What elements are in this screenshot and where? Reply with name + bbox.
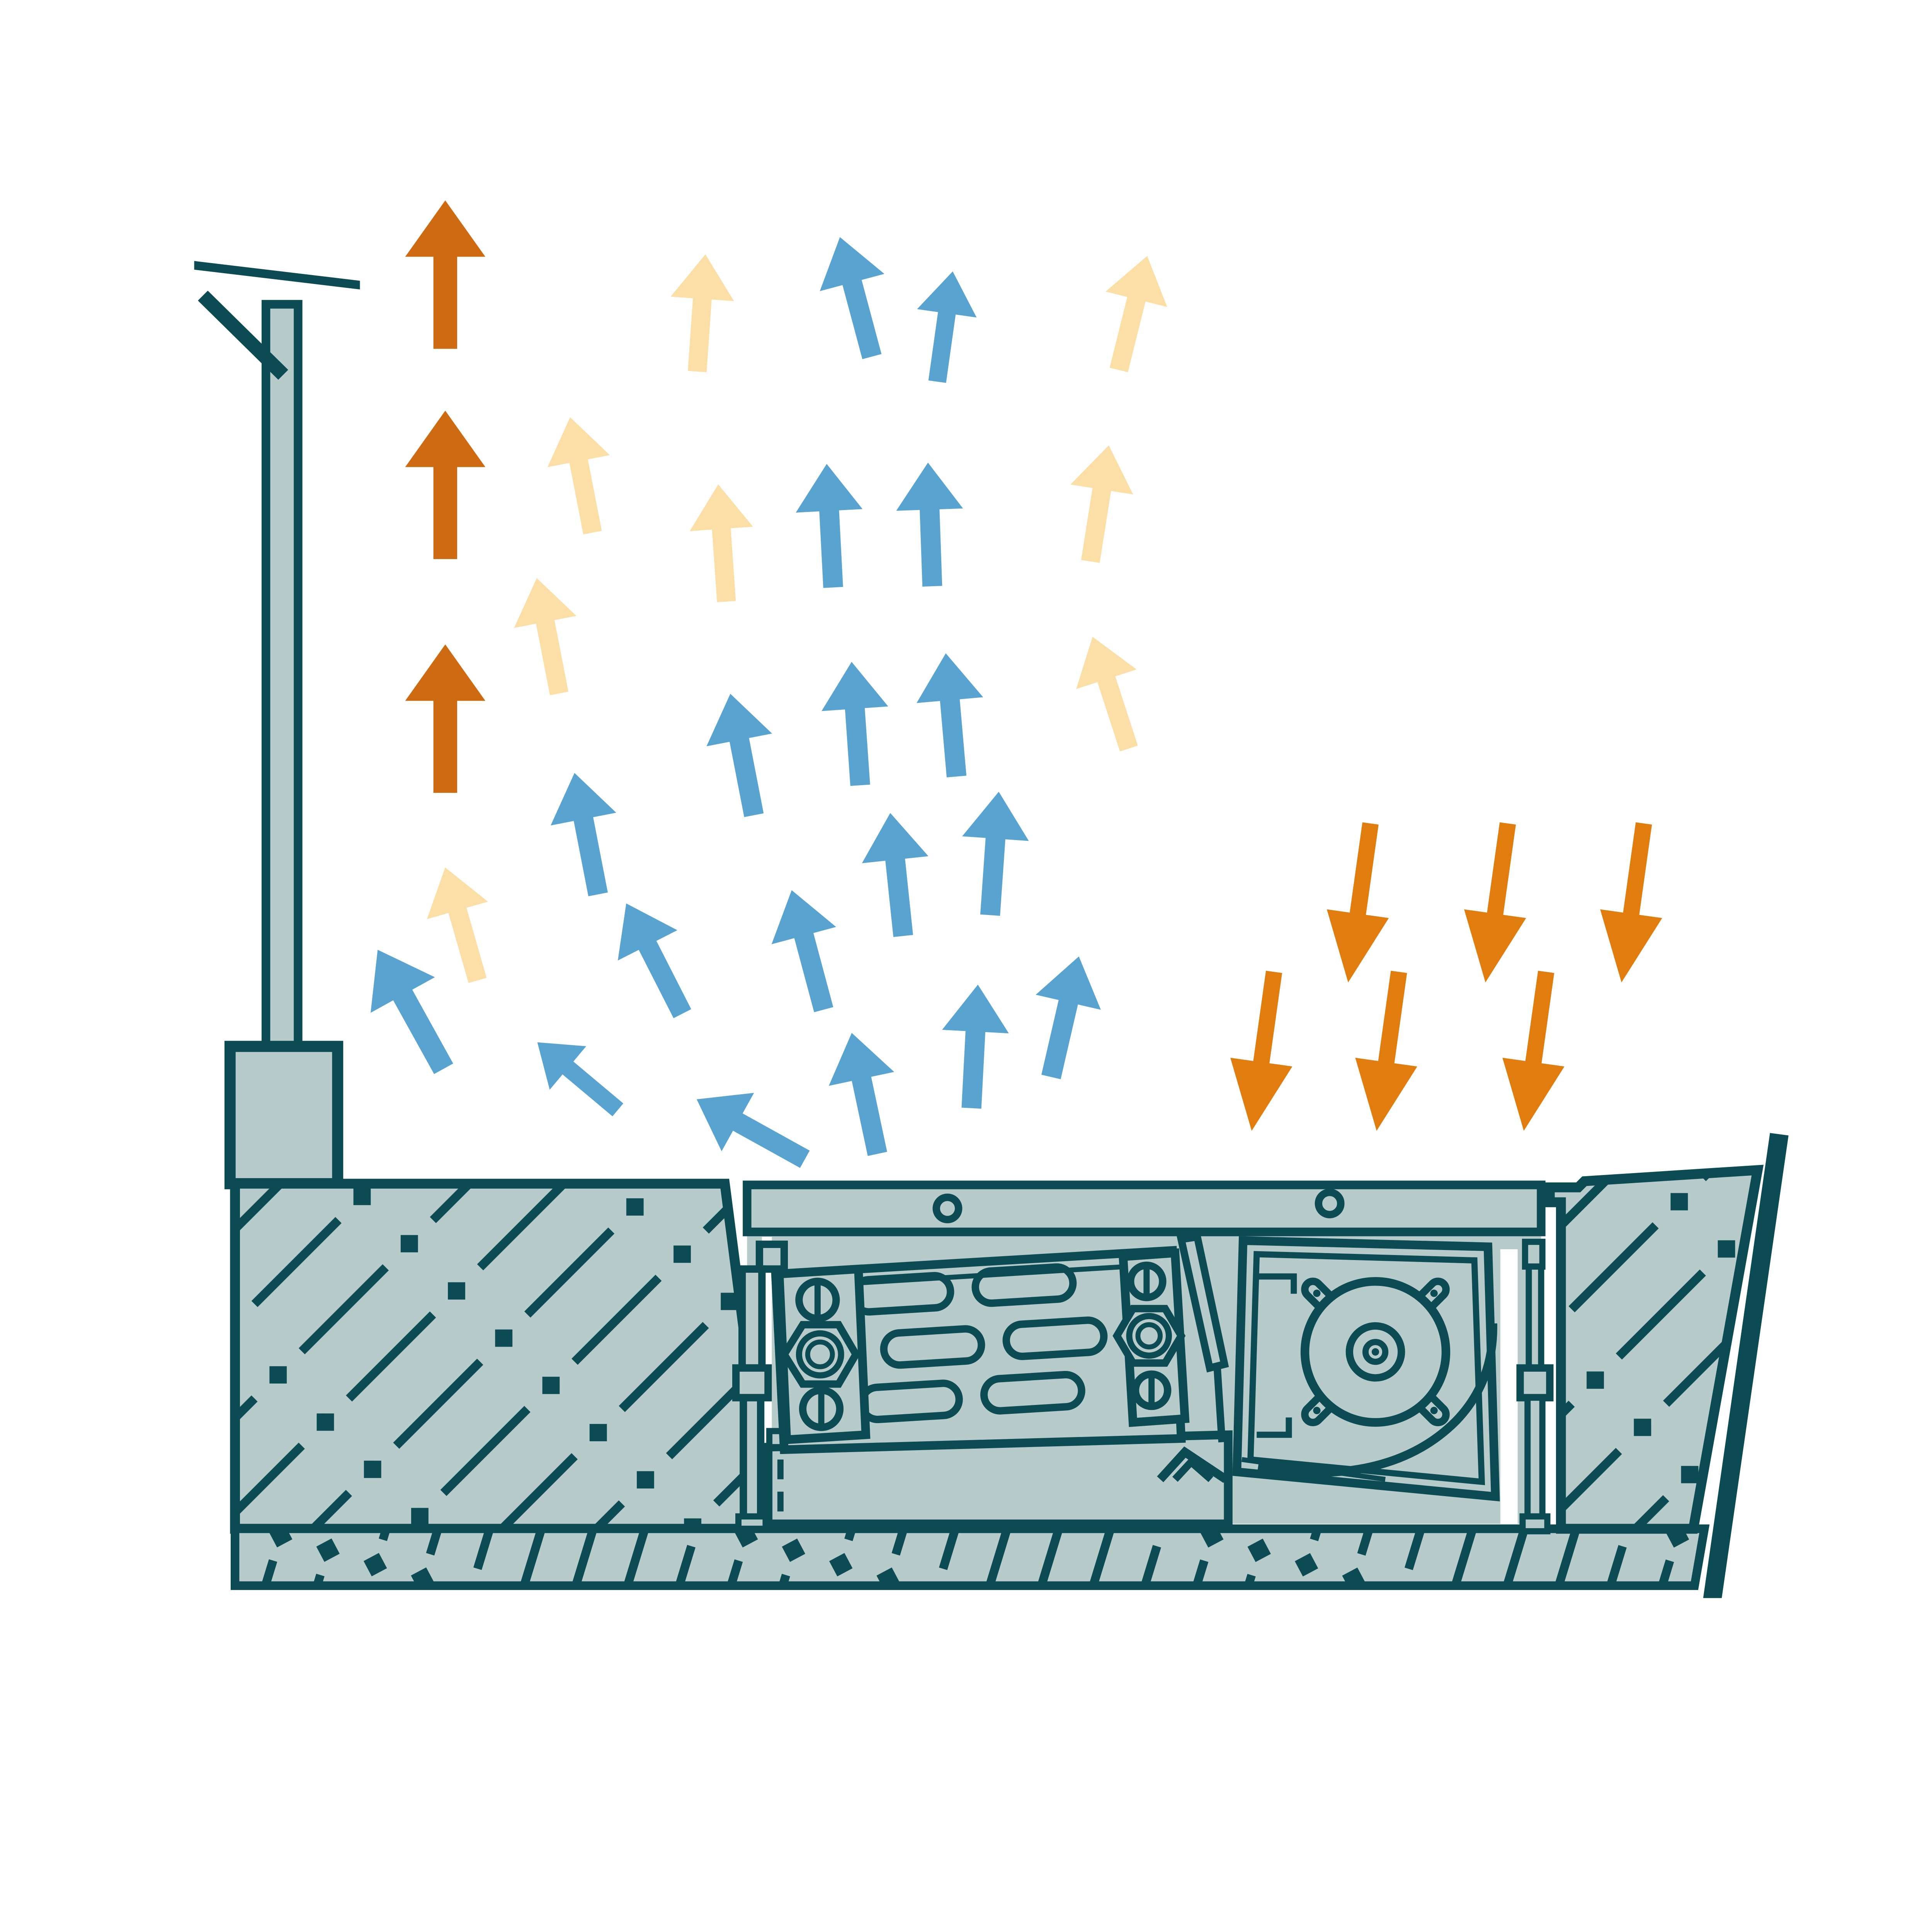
divider-panel	[1157, 1233, 1229, 1483]
cold-air-falling	[1230, 822, 1662, 1131]
cool-air-circulating-arrow	[821, 662, 888, 786]
centrifugal-fan	[1232, 1236, 1500, 1502]
cool-air-circulating-arrow	[617, 903, 691, 1019]
exhaust-air-rising-arrow	[405, 200, 486, 349]
right-frame-bar	[1703, 1133, 1789, 1598]
strut-collar	[732, 1364, 772, 1401]
floor-structure	[230, 1133, 1789, 1598]
cold-air-falling-arrow	[1230, 971, 1293, 1131]
exhaust-air-rising-arrow	[405, 410, 486, 559]
cool-air-circulating-arrow	[537, 1042, 624, 1117]
grille-hole-icon	[1315, 1189, 1345, 1219]
exhaust-air-rising	[405, 200, 486, 793]
cold-air-falling-arrow	[1464, 822, 1526, 983]
hx-right-header	[1112, 1248, 1190, 1427]
screed-base-hatch	[235, 1529, 1705, 1586]
vent-flap	[198, 291, 288, 380]
cold-air-falling-arrow	[1502, 971, 1565, 1131]
cool-air-circulating-arrow	[917, 271, 977, 383]
cold-air-falling-arrow	[1327, 822, 1389, 983]
fan-axle-dot	[1371, 1348, 1379, 1356]
warm-air-rising-arrow	[547, 417, 610, 535]
left-mounting-strut	[732, 1240, 788, 1532]
cool-air-circulating-arrow	[862, 813, 929, 937]
motor-mount-step	[1257, 1273, 1297, 1294]
trench-grille	[743, 1180, 1546, 1236]
warm-air-rising-arrow	[689, 484, 753, 602]
cool-air-circulating-arrow	[771, 890, 836, 1012]
warm-air-rising-arrow	[670, 254, 734, 372]
cool-air-circulating-arrow	[551, 773, 616, 896]
cool-air-circulating-arrow	[917, 653, 983, 777]
warm-air-rising-arrow	[514, 578, 577, 696]
cool-air-circulating-arrow	[828, 1033, 895, 1156]
level-mark-outer	[1157, 1446, 1228, 1483]
right-expansion-gap	[1500, 1249, 1518, 1524]
cool-air-circulating-arrow	[896, 463, 963, 587]
grille-hole-icon	[932, 1193, 963, 1223]
window-facade	[194, 261, 360, 1189]
level-mark-inner	[1172, 1457, 1214, 1482]
cool-air-circulating-arrow	[706, 694, 772, 817]
floor-slab-right-hatch	[1549, 1170, 1758, 1529]
cold-air-falling-arrow	[1355, 971, 1417, 1131]
cool-air-circulating-arrow	[962, 792, 1029, 916]
right-mounting-strut	[1516, 1238, 1554, 1534]
cool-air-circulating-arrow	[1036, 956, 1101, 1079]
trench-convector-diagram	[194, 200, 1789, 1598]
window-mullion	[262, 300, 303, 1056]
warm-air-rising-arrow	[1105, 256, 1167, 372]
cool-air-circulating-arrow	[796, 464, 863, 588]
strut-bracket	[1522, 1238, 1546, 1270]
cool-air-circulating-arrow	[942, 985, 1009, 1109]
exhaust-air-rising-arrow	[405, 644, 486, 793]
cool-air-circulating-arrow	[820, 237, 884, 359]
cool-air-circulating	[371, 237, 1101, 1168]
strut-foot	[735, 1513, 769, 1532]
cool-air-circulating-arrow	[371, 950, 453, 1074]
glazing-line	[194, 261, 360, 290]
warm-air-rising-arrow	[1070, 445, 1133, 563]
warm-air-rising-arrow	[427, 867, 488, 983]
warm-air-rising	[427, 254, 1167, 983]
cold-air-falling-arrow	[1600, 822, 1662, 983]
fan-housing-inner	[1247, 1251, 1485, 1485]
fan-axle-ring	[1362, 1339, 1389, 1365]
cool-air-circulating-arrow	[697, 1093, 810, 1168]
strut-foot	[1519, 1513, 1551, 1534]
fan-base-seam	[1241, 1457, 1386, 1482]
motor-mount-step	[1257, 1417, 1292, 1438]
hx-left-header	[774, 1264, 871, 1444]
strut-collar	[1516, 1364, 1554, 1401]
airflow-arrows	[371, 200, 1662, 1168]
strut-bracket	[755, 1240, 788, 1273]
warm-air-rising-arrow	[1076, 636, 1138, 752]
heat-exchanger	[771, 1246, 1190, 1454]
mullion-plinth	[224, 1041, 344, 1189]
trench-convector-unit	[732, 1180, 1554, 1534]
fan-hub	[1345, 1322, 1405, 1382]
floor-slab-left-hatch	[235, 1184, 770, 1529]
diagram-stage	[194, 200, 1789, 1598]
